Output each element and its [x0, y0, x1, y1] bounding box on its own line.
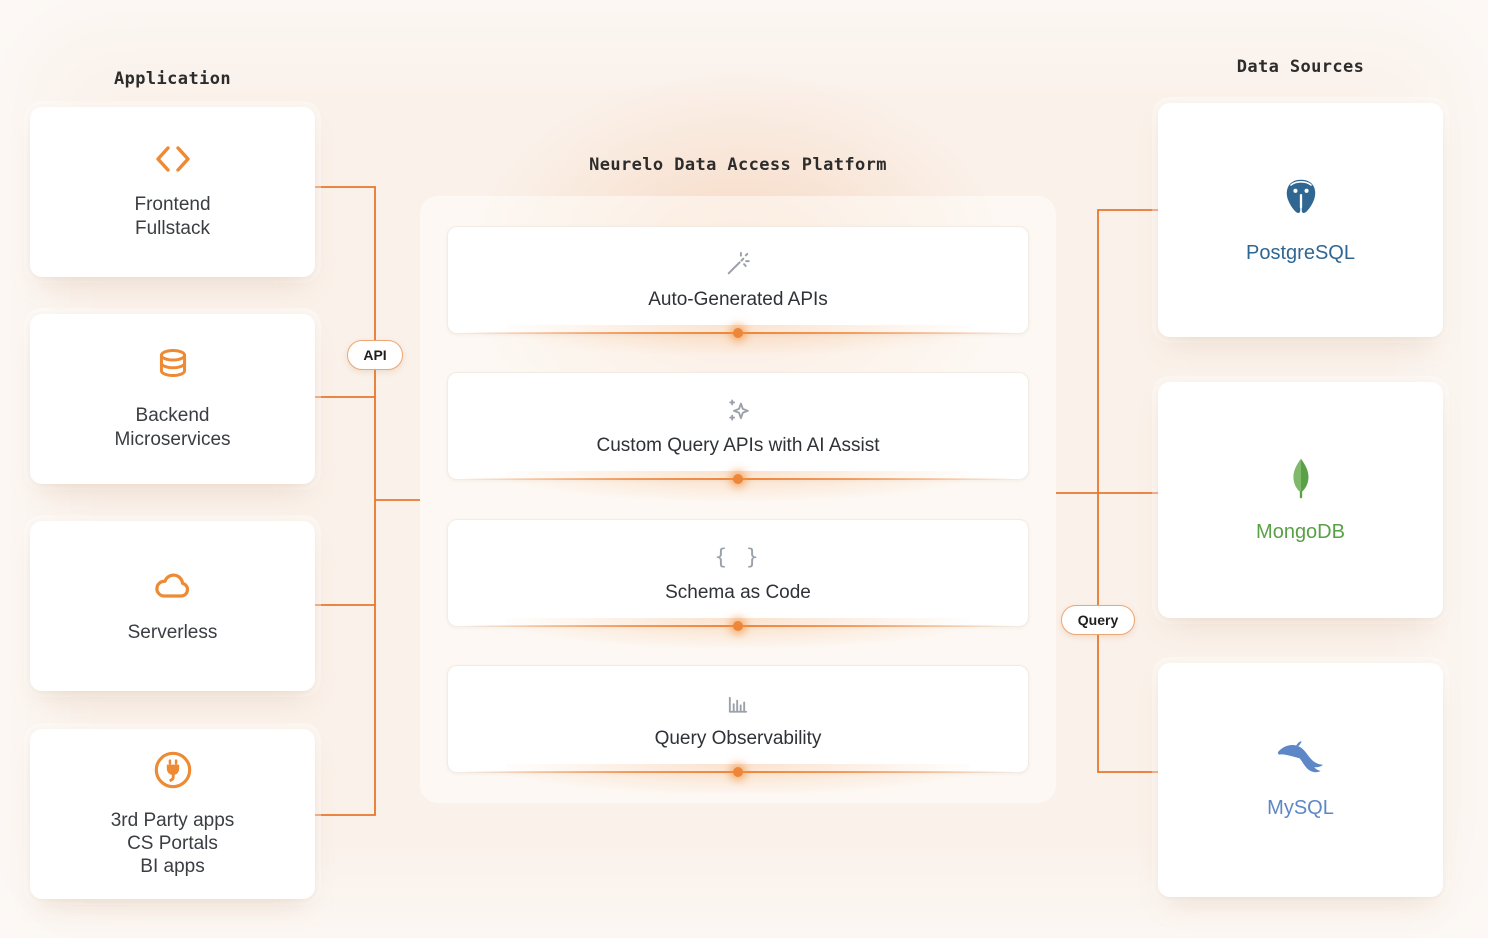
card-backend-microservices: Backend Microservices	[30, 314, 315, 484]
card-mysql: MySQL	[1158, 663, 1443, 897]
feature-query-observability: Query Observability	[447, 665, 1029, 794]
card-third-party-apps: 3rd Party apps CS Portals BI apps	[30, 729, 315, 899]
data-sources-section-title: Data Sources	[1236, 57, 1365, 77]
db-label: MySQL	[1267, 797, 1334, 819]
braces-icon: { }	[714, 545, 762, 569]
card-serverless: Serverless	[30, 521, 315, 691]
feature-underline	[459, 332, 1017, 334]
cloud-icon	[152, 568, 194, 607]
db-label: MongoDB	[1256, 521, 1345, 543]
feature-label: Custom Query APIs with AI Assist	[596, 435, 880, 456]
card-postgresql: PostgreSQL	[1158, 103, 1443, 337]
feature-label: Auto-Generated APIs	[648, 289, 828, 310]
wire-left-trunk	[315, 186, 376, 816]
feature-label: Schema as Code	[665, 582, 811, 603]
application-section-title: Application	[114, 69, 231, 89]
feature-underline	[459, 478, 1017, 480]
mysql-icon	[1275, 740, 1327, 781]
card-label: 3rd Party apps CS Portals BI apps	[110, 809, 235, 878]
feature-underline	[459, 625, 1017, 627]
db-label: PostgreSQL	[1246, 242, 1355, 264]
postgresql-icon	[1278, 175, 1324, 226]
code-icon	[150, 144, 196, 179]
bar-chart-icon	[724, 688, 752, 718]
plug-icon	[153, 750, 193, 795]
card-frontend-fullstack: Frontend Fullstack	[30, 107, 315, 277]
feature-underline	[459, 771, 1017, 773]
api-badge: API	[347, 340, 403, 370]
feature-custom-query-apis: Custom Query APIs with AI Assist	[447, 372, 1029, 501]
card-mongodb: MongoDB	[1158, 382, 1443, 618]
sparkles-icon	[724, 395, 752, 425]
feature-auto-generated-apis: Auto-Generated APIs	[447, 226, 1029, 355]
feature-schema-as-code: { } Schema as Code	[447, 519, 1029, 648]
mongodb-icon	[1281, 456, 1321, 505]
query-badge: Query	[1061, 605, 1135, 635]
card-label: Serverless	[127, 621, 218, 643]
card-label: Backend Microservices	[114, 405, 231, 450]
wire-right-trunk	[1097, 209, 1158, 773]
database-icon	[154, 347, 192, 390]
card-label: Frontend Fullstack	[134, 194, 211, 239]
platform-title: Neurelo Data Access Platform	[589, 155, 887, 175]
feature-label: Query Observability	[654, 728, 822, 749]
magic-wand-icon	[724, 249, 752, 279]
